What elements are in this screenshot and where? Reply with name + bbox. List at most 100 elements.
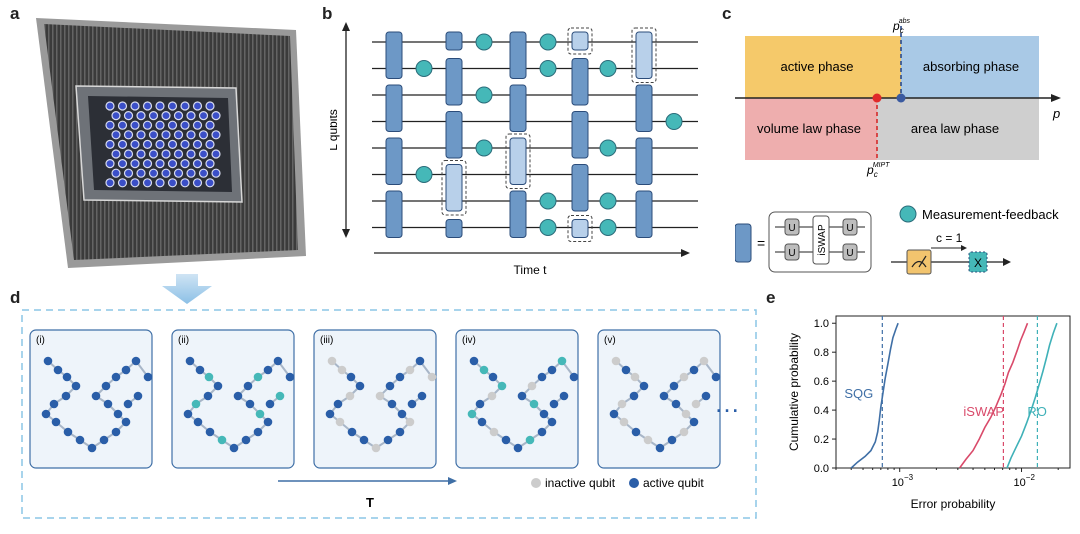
chip-qubit [130, 159, 140, 169]
chip-qubit [142, 120, 153, 130]
u-gate-label: U [846, 223, 853, 234]
two-qubit-gate [571, 58, 589, 106]
qubit-dot [49, 399, 59, 409]
qubit-dot [325, 409, 335, 419]
down-arrow-icon [162, 274, 212, 304]
chip-qubit [142, 159, 153, 169]
qubit-dot [501, 435, 511, 445]
snapshot-card: (iv) [455, 329, 579, 469]
measurement-node [665, 113, 683, 130]
qubit-dot [517, 391, 527, 401]
dashed-gate-outline [441, 160, 467, 216]
faded-gate [635, 31, 653, 79]
qubit-dot [699, 356, 709, 366]
qubit-dot [671, 399, 681, 409]
snapshot-frame [21, 309, 757, 519]
qubit-dot [263, 365, 273, 375]
label-absorbing-phase: absorbing phase [923, 59, 1019, 74]
two-qubit-gate [385, 137, 403, 185]
measurement-node [539, 192, 557, 210]
chip-qubit [186, 149, 196, 159]
chip-qubit [130, 139, 140, 149]
panel-label-c: c [722, 4, 732, 23]
qubit-dot [529, 399, 539, 409]
partial-gate [571, 219, 589, 238]
chip-qubit [148, 110, 159, 121]
qubit-dot [537, 372, 547, 382]
gate-decomposition: = U U U U iSWAP Measurement-feedback c =… [735, 205, 1059, 275]
chip-qubit [117, 178, 128, 188]
equals-sign: = [757, 235, 765, 251]
chip-qubit [148, 168, 159, 178]
chip-qubit [211, 110, 221, 121]
qubit-dot [417, 391, 427, 401]
x-gate-icon [968, 251, 988, 273]
qubit-dot [559, 391, 569, 401]
qubit-dot [253, 372, 263, 382]
label-area-law-phase: area law phase [911, 121, 999, 136]
partial-gate [571, 31, 589, 51]
qubit-dot [121, 365, 131, 375]
chip-qubit [205, 178, 215, 188]
qubit-dot [87, 443, 97, 453]
chip-qubit [180, 101, 190, 111]
panel-label-d: d [10, 288, 21, 307]
snapshot-label: (iv) [462, 335, 476, 346]
chip-qubit [123, 130, 134, 140]
partial-gate [445, 219, 463, 238]
chip-qubit [180, 139, 190, 149]
two-qubit-gate [445, 111, 463, 159]
snapshot-card: (v) [597, 329, 721, 469]
chip-qubit [167, 178, 178, 188]
qubit-dot [711, 372, 721, 382]
chip-qubit [205, 120, 215, 130]
qubit-dot [253, 427, 263, 437]
chip-qubit [161, 149, 171, 159]
chip-qubit [167, 101, 178, 111]
qubit-dot [525, 435, 535, 445]
qubit-dot [395, 372, 405, 382]
region-absorbing [901, 36, 1039, 98]
qubit-dot [327, 356, 337, 366]
qubit-dot [469, 356, 479, 366]
chip-qubit [142, 178, 153, 188]
chip-qubit [205, 101, 215, 111]
two-qubit-gate [385, 190, 403, 238]
x-tick-label: 10−2 [1014, 473, 1036, 489]
measurement-feedback-label: Measurement-feedback [922, 207, 1059, 222]
chip-qubit [142, 139, 153, 149]
chip-qubit [198, 149, 209, 159]
two-qubit-gate [509, 190, 527, 238]
two-qubit-gate [385, 31, 403, 79]
cdf-line-sqg [850, 322, 899, 469]
qubit-dot [213, 381, 223, 391]
qubit-dot [488, 372, 498, 382]
two-qubit-gate [571, 164, 589, 212]
qubit-dot [557, 356, 567, 366]
measurement-feedback-icon [899, 205, 917, 223]
chip-qubit [111, 110, 121, 121]
pc-abs-label: pcabs [892, 18, 910, 35]
qubit-dot [631, 427, 641, 437]
qubit-dot [371, 443, 381, 453]
snapshot-card: (i) [29, 329, 153, 469]
qubit-dot [111, 427, 121, 437]
qubit-dot [569, 372, 579, 382]
qubit-dot [701, 391, 711, 401]
chip-qubit [186, 110, 196, 121]
qubit-dot [205, 427, 215, 437]
chip-qubit [142, 101, 153, 111]
qubit-dot [113, 409, 123, 419]
chip-qubit [211, 149, 221, 159]
chip-qubit [105, 120, 115, 130]
active-qubit-legend: active qubit [643, 476, 704, 490]
chip-qubit [198, 130, 209, 140]
qubit-dot [629, 391, 639, 401]
chip-qubit [117, 120, 128, 130]
label-volume-law-phase: volume law phase [757, 121, 861, 136]
qubit-dot [609, 409, 619, 419]
series-label-sqg: SQG [844, 386, 873, 401]
qubit-dot [191, 399, 201, 409]
iswap-gate-label: iSWAP [817, 224, 828, 256]
